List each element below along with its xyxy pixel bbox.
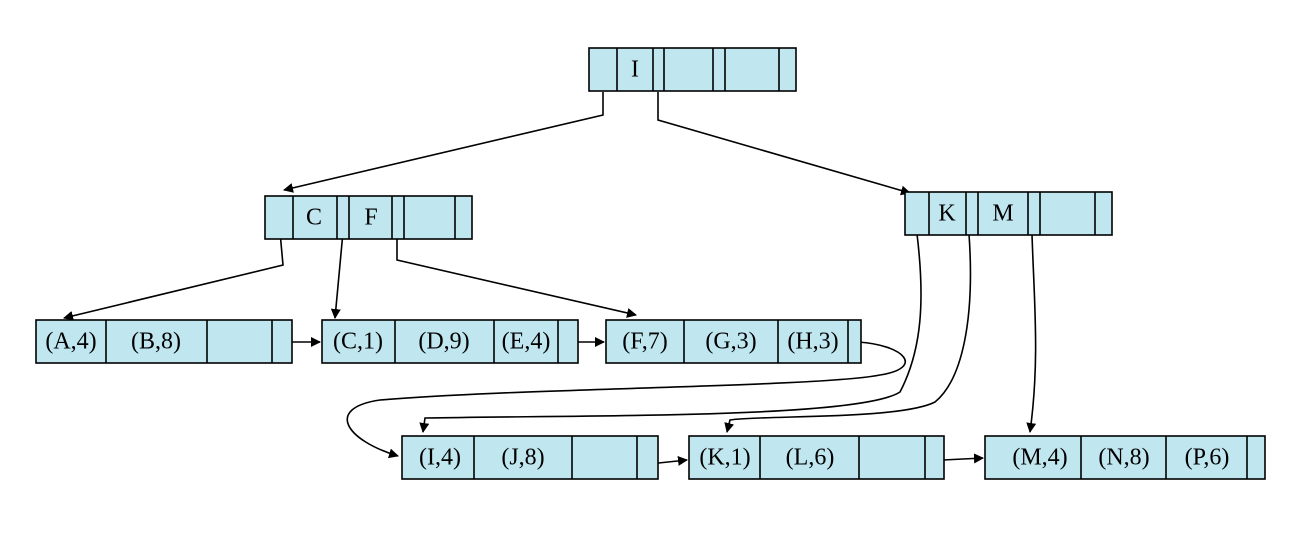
leaf5-entry-1: (K,1) [699, 445, 750, 471]
leaf6-entry-1: (M,4) [1012, 445, 1067, 471]
leaf-node-4: (I,4) (J,8) [401, 435, 659, 480]
internal-node-right: K M [904, 191, 1113, 236]
internal-right-key-2: M [992, 201, 1013, 227]
internal-left-key-2: F [364, 205, 377, 231]
leaf-node-2: (C,1) (D,9) (E,4) [321, 319, 579, 364]
leaf2-entry-3: (E,4) [502, 329, 551, 355]
leaf-node-1: (A,4) (B,8) [35, 319, 293, 364]
leaf2-entry-2: (D,9) [418, 329, 469, 355]
leaf1-entry-1: (A,4) [45, 329, 96, 355]
edge-right-to-leaf5 [724, 233, 972, 433]
leaf3-entry-1: (F,7) [622, 329, 667, 355]
edge-root-to-left [283, 92, 604, 193]
root-node: I [588, 47, 797, 92]
leaf6-entry-2: (N,8) [1098, 445, 1149, 471]
leaf-node-5: (K,1) (L,6) [688, 435, 945, 480]
internal-left-key-1: C [306, 205, 322, 231]
tree-edges [63, 92, 1037, 466]
leaf-node-3: (F,7) (G,3) (H,3) [605, 319, 862, 364]
leaf-node-6: (M,4) (N,8) (P,6) [984, 435, 1266, 480]
leaf5-entry-2: (L,6) [786, 445, 835, 471]
leaf4-entry-1: (I,4) [419, 445, 461, 471]
leaf3-entry-3: (H,3) [787, 329, 838, 355]
root-key-1: I [631, 57, 639, 83]
leaf4-entry-2: (J,8) [501, 445, 544, 471]
edge-right-to-leaf6 [1026, 233, 1037, 433]
edge-right-to-leaf4 [419, 233, 922, 433]
edge-left-to-leaf2 [330, 231, 344, 319]
edge-root-to-right [657, 92, 911, 196]
edge-leaf5-to-leaf6 [942, 453, 984, 464]
leaf6-entry-3: (P,6) [1185, 445, 1230, 471]
leaf2-entry-1: (C,1) [333, 329, 383, 355]
internal-node-left: C F [264, 195, 473, 240]
leaf1-entry-2: (B,8) [131, 329, 181, 355]
leaf3-entry-2: (G,3) [705, 329, 756, 355]
edge-leaf3-to-leaf4 [346, 341, 906, 459]
internal-right-key-1: K [938, 201, 956, 227]
edge-left-to-leaf1 [63, 231, 284, 321]
